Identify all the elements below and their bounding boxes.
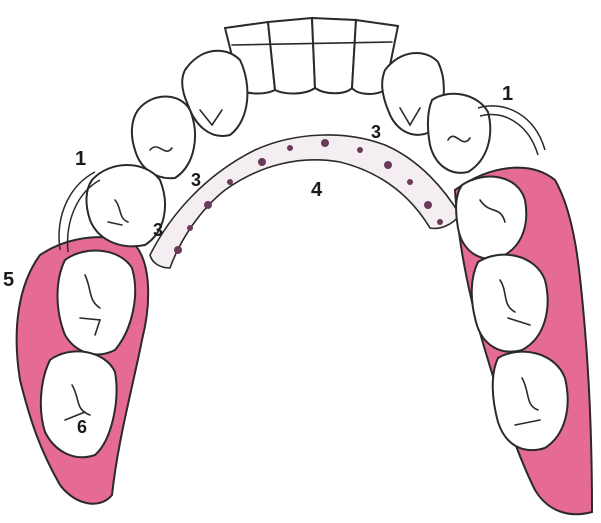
label-1-left: 1 (75, 148, 86, 170)
label-6: 6 (77, 417, 87, 437)
label-5: 5 (3, 269, 14, 291)
label-1-right: 1 (502, 83, 513, 105)
label-4: 4 (311, 179, 323, 201)
lingual-bar (150, 135, 460, 268)
incisor-teeth (225, 18, 398, 94)
label-3-right: 3 (371, 122, 381, 142)
label-3-left-upper: 3 (191, 170, 201, 190)
label-3-left-lower: 3 (153, 220, 163, 240)
